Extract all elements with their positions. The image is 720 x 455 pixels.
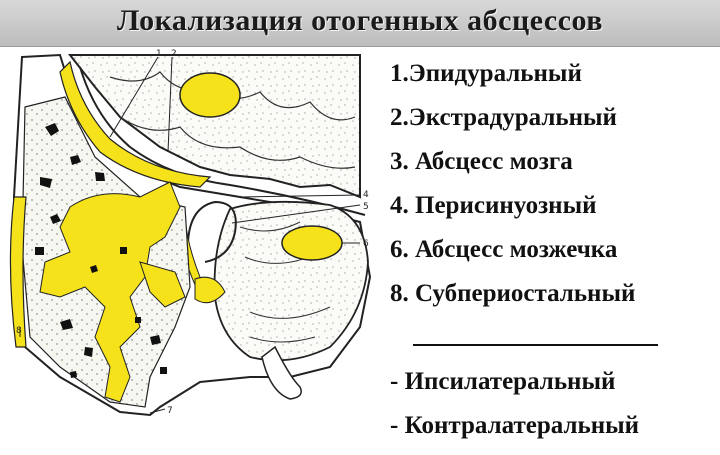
side-contralateral: - Контралатеральный (390, 404, 715, 448)
divider-line (413, 344, 658, 346)
label-5: 5 (363, 202, 369, 212)
label-2: 2 (171, 49, 177, 59)
abscess-legend: 1.Эпидуральный 2.Экстрадуральный 3. Абсц… (390, 52, 715, 448)
legend-item-extradural: 2.Экстрадуральный (390, 96, 715, 140)
legend-divider (390, 316, 715, 360)
otogenic-abscess-diagram: 1 2 4 5 6 8 7 (0, 47, 385, 450)
label-8: 8 (16, 326, 22, 336)
legend-item-cerebellar-abscess: 6. Абсцесс мозжечка (390, 228, 715, 272)
label-7: 7 (167, 406, 173, 416)
anatomy-figure: 1 2 4 5 6 8 7 (0, 47, 385, 450)
cerebellar-abscess (282, 226, 342, 260)
legend-item-brain-abscess: 3. Абсцесс мозга (390, 140, 715, 184)
legend-item-subperiosteal: 8. Субпериостальный (390, 272, 715, 316)
label-4: 4 (363, 190, 369, 200)
legend-item-epidural: 1.Эпидуральный (390, 52, 715, 96)
slide-title: Локализация отогенных абсцессов (0, 4, 720, 38)
brain-abscess (180, 73, 240, 117)
side-ipsilateral: - Ипсилатеральный (390, 360, 715, 404)
label-6: 6 (363, 239, 369, 249)
title-bar: Локализация отогенных абсцессов (0, 0, 720, 47)
label-1: 1 (156, 49, 162, 59)
legend-item-perisinus: 4. Перисинуозный (390, 184, 715, 228)
